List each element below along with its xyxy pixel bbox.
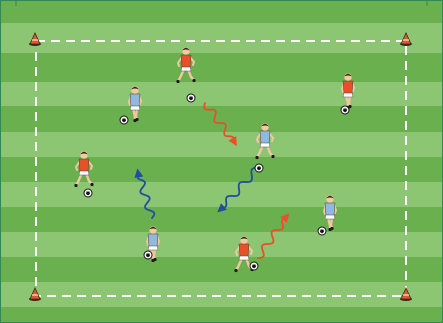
grass-stripe [0, 23, 443, 53]
grass-stripe [0, 182, 443, 207]
grass-stripe [0, 106, 443, 132]
grass-stripe [0, 157, 443, 182]
ball-icon [120, 116, 128, 124]
grass-stripe [0, 307, 443, 323]
grass-stripe [0, 0, 443, 23]
grass-stripe [0, 257, 443, 282]
grass-stripe [0, 207, 443, 232]
ball-icon [144, 251, 152, 259]
grass-stripe [0, 53, 443, 82]
grass-stripe [0, 232, 443, 257]
ball-icon [84, 189, 92, 197]
grass-stripe [0, 82, 443, 106]
ball-icon [318, 227, 326, 235]
ball-icon [250, 262, 258, 270]
ball-icon [255, 164, 263, 172]
ball-icon [341, 106, 349, 114]
grass-stripe [0, 132, 443, 157]
grass-stripe [0, 282, 443, 307]
ball-icon [187, 94, 195, 102]
